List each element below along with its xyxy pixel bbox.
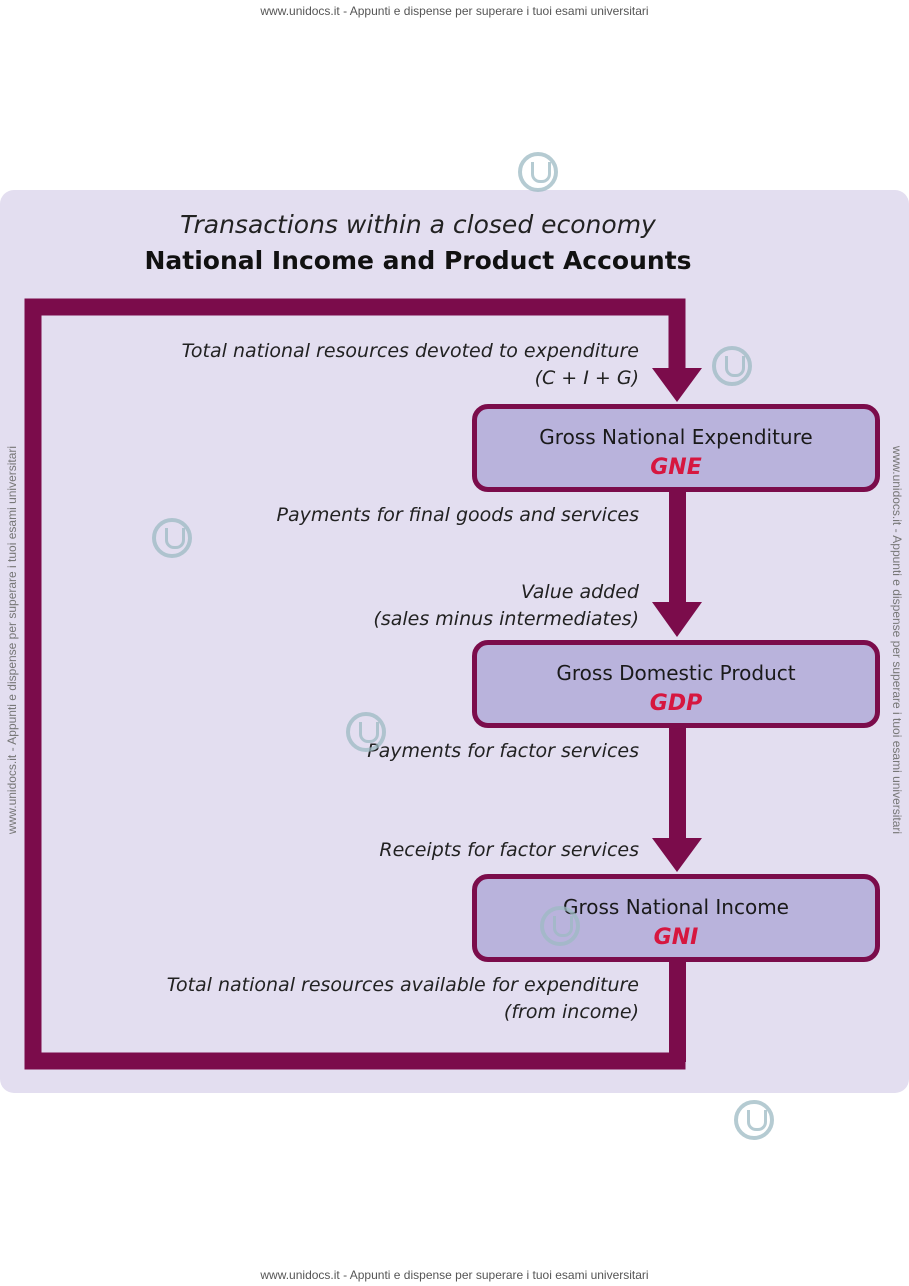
label-into-gdp-line2: (sales minus intermediates) — [373, 608, 639, 630]
label-from-gni-line2: (from income) — [503, 1001, 639, 1023]
label-from-gdp: Payments for factor services — [367, 740, 639, 762]
flow-gne-gdp — [669, 492, 686, 604]
watermark-logo-icon — [152, 518, 192, 558]
watermark-logo-icon — [540, 906, 580, 946]
watermark-bottom: www.unidocs.it - Appunti e dispense per … — [260, 1268, 649, 1282]
watermark-logo-icon — [734, 1100, 774, 1140]
arrow-into-gni — [652, 838, 702, 872]
label-into-gni: Receipts for factor services — [379, 839, 639, 861]
arrow-into-gdp — [652, 602, 702, 637]
gne-abbr: GNE — [650, 455, 702, 480]
label-from-gne: Payments for final goods and services — [276, 504, 639, 526]
watermark-logo-icon — [346, 712, 386, 752]
watermark-logo-icon — [518, 152, 558, 192]
gni-abbr: GNI — [653, 925, 699, 950]
flow-gni-out — [669, 962, 686, 1062]
diagram-subtitle: National Income and Product Accounts — [144, 246, 692, 275]
diagram-title: Transactions within a closed economy — [180, 210, 656, 239]
label-from-gni: Total national resources available for e… — [167, 972, 639, 1026]
label-into-gdp-line1: Value added — [521, 581, 639, 603]
gdp-abbr: GDP — [649, 691, 703, 716]
gdp-name: Gross Domestic Product — [556, 661, 796, 685]
label-into-gdp: Value added (sales minus intermediates) — [373, 579, 639, 633]
gne-name: Gross National Expenditure — [539, 425, 813, 449]
label-into-gne-line1: Total national resources devoted to expe… — [181, 340, 639, 362]
gni-name: Gross National Income — [562, 895, 789, 919]
label-into-gne: Total national resources devoted to expe… — [182, 338, 639, 392]
gdp-box: Gross Domestic Product GDP — [472, 640, 880, 728]
gni-box: Gross National Income GNI — [472, 874, 880, 962]
label-into-gne-line2: (C + I + G) — [534, 367, 639, 389]
flow-gdp-gni — [669, 728, 686, 840]
arrow-into-gne — [652, 368, 702, 402]
watermark-logo-icon — [712, 346, 752, 386]
gne-box: Gross National Expenditure GNE — [472, 404, 880, 492]
watermark-top: www.unidocs.it - Appunti e dispense per … — [260, 4, 649, 18]
label-from-gni-line1: Total national resources available for e… — [166, 974, 639, 996]
